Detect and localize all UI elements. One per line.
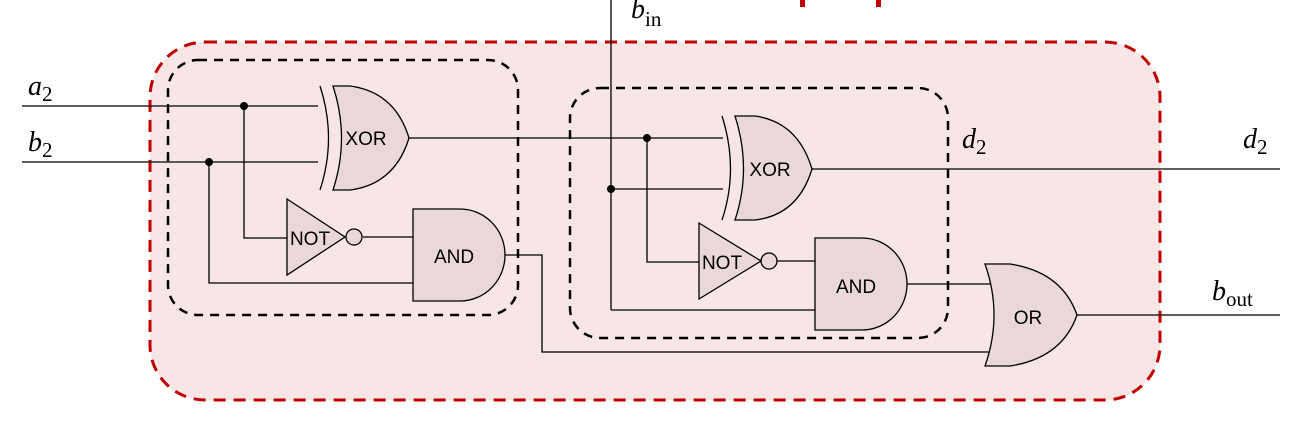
and-gate-1-label: AND — [434, 247, 474, 268]
wire-d-to-not2 — [646, 138, 699, 263]
and-gate-1: AND — [412, 208, 506, 302]
xor-gate-2: XOR — [721, 115, 813, 221]
not-gate-2-label: NOT — [702, 253, 743, 274]
label-b2: b2 — [28, 127, 53, 162]
junction-bin — [607, 185, 615, 193]
half-subtractor-box-1 — [166, 58, 520, 317]
cutoff-title-marks — [800, 0, 881, 7]
not-gate-2: NOT — [698, 221, 778, 301]
label-bout: bout — [1212, 276, 1253, 311]
label-a2: a2 — [28, 71, 53, 106]
not-gate-1: NOT — [286, 197, 363, 277]
not-gate-1-label: NOT — [290, 229, 331, 250]
and-gate-2-label: AND — [836, 277, 876, 298]
junction-a2 — [240, 102, 248, 110]
wire-b2-to-and1 — [208, 162, 413, 284]
or-gate: OR — [984, 263, 1078, 367]
junction-b2 — [205, 158, 213, 166]
label-bin: bin — [631, 0, 662, 31]
label-d2-inner: d2 — [962, 124, 987, 159]
xor-gate-2-label: XOR — [749, 160, 790, 181]
and-gate-2: AND — [814, 237, 908, 331]
wires — [22, 0, 1280, 353]
wire-a2-to-not1 — [243, 106, 287, 239]
xor-gate-1-label: XOR — [345, 129, 386, 150]
half-subtractor-box-2 — [568, 86, 950, 340]
label-d2-out: d2 — [1243, 124, 1268, 159]
junction-d — [643, 134, 651, 142]
or-gate-label: OR — [1014, 308, 1043, 329]
wire-and1-to-or — [504, 254, 995, 353]
xor-gate-1: XOR — [319, 85, 410, 191]
